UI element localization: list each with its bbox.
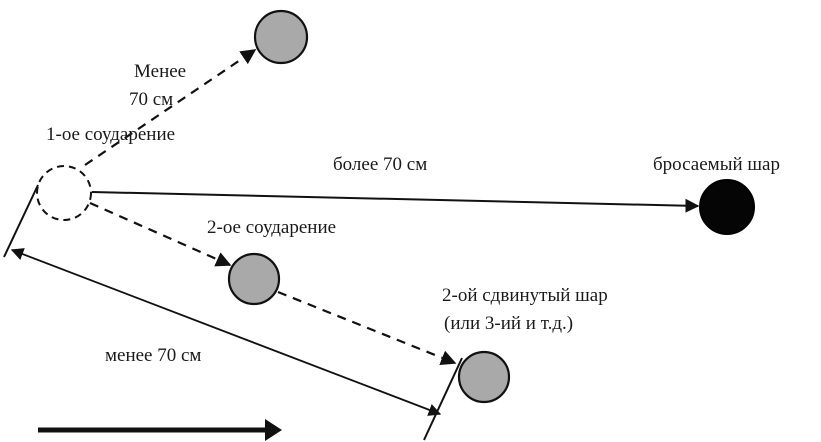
direction-arrow-head <box>265 419 282 441</box>
thrown-ball <box>699 179 755 235</box>
label-collision-2: 2-ое соударение <box>207 217 337 238</box>
label-menee-70cm-bottom: менее 70 см <box>105 345 202 366</box>
left-tick-line <box>3 184 39 258</box>
label-moved-ball-note: (или 3-ий и т.д.) <box>444 313 574 334</box>
gray-ball-upper <box>253 9 309 65</box>
label-collision-1: 1-ое соударение <box>46 124 176 145</box>
solid-arrow-to-thrown-ball <box>91 191 700 213</box>
gray-ball-collision-2 <box>227 252 281 306</box>
label-menee: Менее <box>134 61 187 82</box>
label-70cm-upper: 70 см <box>129 89 174 110</box>
measurement-arrow-bottom <box>10 248 442 416</box>
label-bolee-70cm: более 70 см <box>333 154 428 175</box>
first-collision-ghost-ball <box>36 165 92 221</box>
gray-ball-moved <box>457 350 511 404</box>
label-moved-ball: 2-ой сдвинутый шар <box>442 285 608 306</box>
dashed-arrow-upper <box>84 49 257 166</box>
label-thrown-ball: бросаемый шар <box>653 154 780 175</box>
dashed-arrow-to-moved-ball <box>277 290 457 365</box>
right-tick-line <box>423 357 463 441</box>
